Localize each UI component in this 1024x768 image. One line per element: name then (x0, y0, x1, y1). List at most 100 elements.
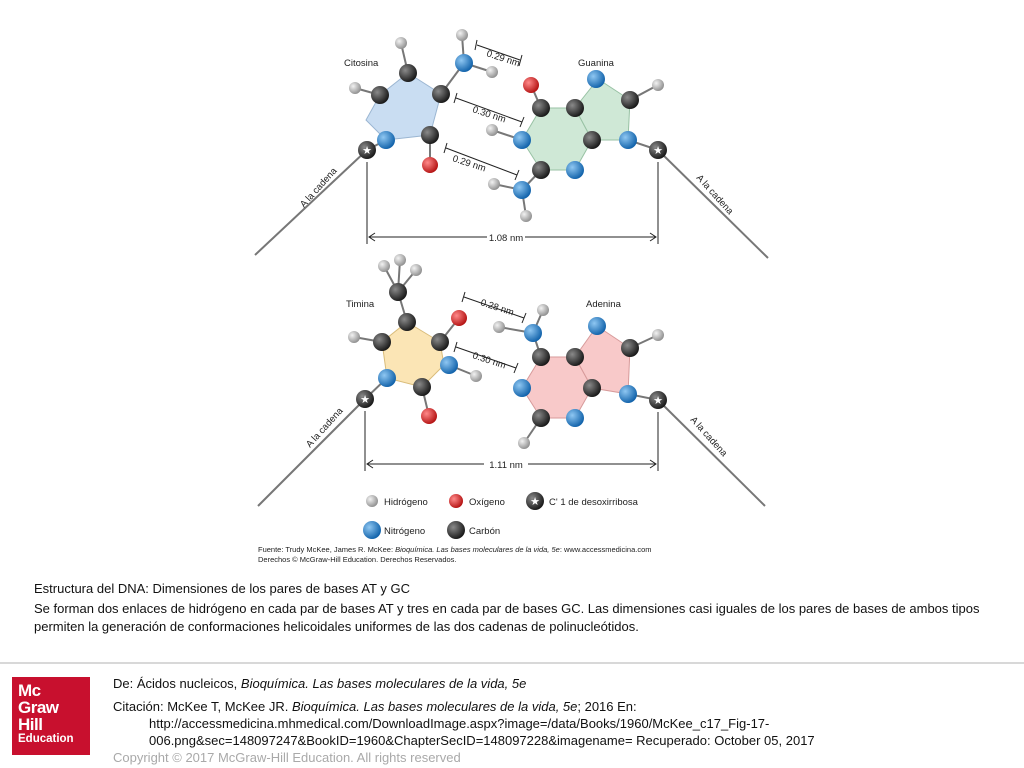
carbon-atom (532, 99, 550, 117)
nitrogen-atom (513, 379, 531, 397)
deoxyribose-c1-atom (358, 141, 376, 159)
carbon-atom (421, 126, 439, 144)
hydrogen-atom (349, 82, 361, 94)
legend-hydrogen-swatch (366, 495, 378, 507)
nitrogen-atom (524, 324, 542, 342)
carbon-atom (398, 313, 416, 331)
chain-label-left: A la cadena (298, 165, 340, 210)
nitrogen-atom (513, 181, 531, 199)
nitrogen-atom (619, 385, 637, 403)
nitrogen-atom (378, 369, 396, 387)
at-base-pair: ★ ★ 0.28 nm 0.30 nm Timina Adenina A la … (257, 254, 766, 507)
base-pair-figure: ★ ★ 0.29 nm 0.30 nm 0.29 nm Citosina Gua… (254, 29, 769, 564)
gc-atoms: ★ ★ (349, 29, 667, 222)
nitrogen-atom (588, 317, 606, 335)
gc-base-pair: ★ ★ 0.29 nm 0.30 nm 0.29 nm Citosina Gua… (254, 29, 769, 259)
atom-legend: Hidrógeno Oxígeno ★ C' 1 de desoxirribos… (363, 492, 639, 539)
hydrogen-atom (456, 29, 468, 41)
carbon-atom (566, 99, 584, 117)
oxygen-atom (421, 408, 437, 424)
hydrogen-atom (652, 79, 664, 91)
oxygen-atom (422, 157, 438, 173)
legend-oxygen-label: Oxígeno (469, 497, 505, 508)
legend-nitrogen-label: Nitrógeno (384, 526, 425, 537)
nitrogen-atom (566, 409, 584, 427)
nitrogen-atom (455, 54, 473, 72)
at-width-label: 1.11 nm (489, 460, 523, 471)
hydrogen-atom (395, 37, 407, 49)
nitrogen-atom (377, 131, 395, 149)
adenine-label: Adenina (586, 299, 622, 310)
hydrogen-atom (520, 210, 532, 222)
hydrogen-atom (493, 321, 505, 333)
deoxyribose-c1-atom (356, 390, 374, 408)
copyright-notice: Copyright © 2017 McGraw-Hill Education. … (113, 750, 461, 765)
legend-hydrogen-label: Hidrógeno (384, 497, 428, 508)
gc-bonds (254, 34, 769, 259)
nitrogen-atom (619, 131, 637, 149)
logo-line: Graw (18, 698, 59, 717)
carbon-atom (621, 339, 639, 357)
mcgraw-hill-logo: Mc Graw Hill Education (12, 677, 90, 755)
hydrogen-atom (470, 370, 482, 382)
logo-line: Mc (18, 681, 41, 700)
logo-line: Hill (18, 715, 43, 734)
hydrogen-atom (486, 124, 498, 136)
deoxyribose-star: ★ (653, 145, 663, 157)
legend-deoxyribose-label: C' 1 de desoxirribosa (549, 497, 639, 508)
citation-url[interactable]: http://accessmedicina.mhmedical.com/Down… (149, 716, 770, 731)
at-distance-label: 0.30 nm (471, 350, 507, 371)
nitrogen-atom (440, 356, 458, 374)
hydrogen-atom (537, 304, 549, 316)
carbon-atom (583, 131, 601, 149)
carbon-atom (621, 91, 639, 109)
legend-deoxyribose-swatch (526, 492, 544, 510)
carbon-atom (566, 348, 584, 366)
carbon-atom (432, 85, 450, 103)
caption-title: Estructura del DNA: Dimensiones de los p… (34, 581, 410, 596)
carbon-atom (413, 378, 431, 396)
hydrogen-atom (652, 329, 664, 341)
gc-distance-label: 0.30 nm (471, 104, 507, 125)
gc-hbond-distances (443, 39, 525, 181)
citation-line: Citación: McKee T, McKee JR. Bioquímica.… (113, 699, 637, 714)
carbon-atom (371, 86, 389, 104)
guanine-label: Guanina (578, 58, 615, 69)
gc-width-dimension (366, 162, 659, 244)
legend-deoxyribose-star: ★ (530, 496, 540, 508)
carbon-atom (532, 409, 550, 427)
figure-source-line2: Derechos © McGraw-Hill Education. Derech… (258, 555, 457, 564)
thymine-label: Timina (346, 299, 375, 310)
at-hbond-distances (453, 291, 527, 374)
hydrogen-atom (518, 437, 530, 449)
carbon-atom (373, 333, 391, 351)
oxygen-atom (451, 310, 467, 326)
at-atoms: ★ ★ (348, 254, 667, 449)
cytosine-label: Citosina (344, 58, 379, 69)
figure-source-line1: Fuente: Trudy McKee, James R. McKee: Bio… (258, 545, 652, 554)
deoxyribose-star: ★ (362, 145, 372, 157)
citation-footer: De: Ácidos nucleicos, Bioquímica. Las ba… (113, 675, 1013, 766)
hydrogen-atom (410, 264, 422, 276)
logo-line: Education (18, 733, 74, 745)
carbon-atom (532, 161, 550, 179)
chain-label-left: A la cadena (304, 405, 346, 450)
legend-oxygen-swatch (449, 494, 463, 508)
source-chapter: De: Ácidos nucleicos, Bioquímica. Las ba… (113, 676, 527, 691)
hydrogen-atom (348, 331, 360, 343)
citation-url-continued[interactable]: 006.png&sec=148097247&BookID=1960&Chapte… (149, 733, 815, 748)
hydrogen-atom (378, 260, 390, 272)
carbon-atom (389, 283, 407, 301)
at-width-dimension (364, 411, 659, 471)
legend-nitrogen-swatch (363, 521, 381, 539)
carbon-atom (399, 64, 417, 82)
nitrogen-atom (587, 70, 605, 88)
deoxyribose-star: ★ (653, 395, 663, 407)
hydrogen-atom (486, 66, 498, 78)
footer-divider (0, 662, 1024, 664)
nitrogen-atom (513, 131, 531, 149)
at-distance-label: 0.28 nm (479, 297, 515, 318)
legend-carbon-label: Carbón (469, 526, 500, 537)
hydrogen-atom (394, 254, 406, 266)
deoxyribose-star: ★ (360, 394, 370, 406)
